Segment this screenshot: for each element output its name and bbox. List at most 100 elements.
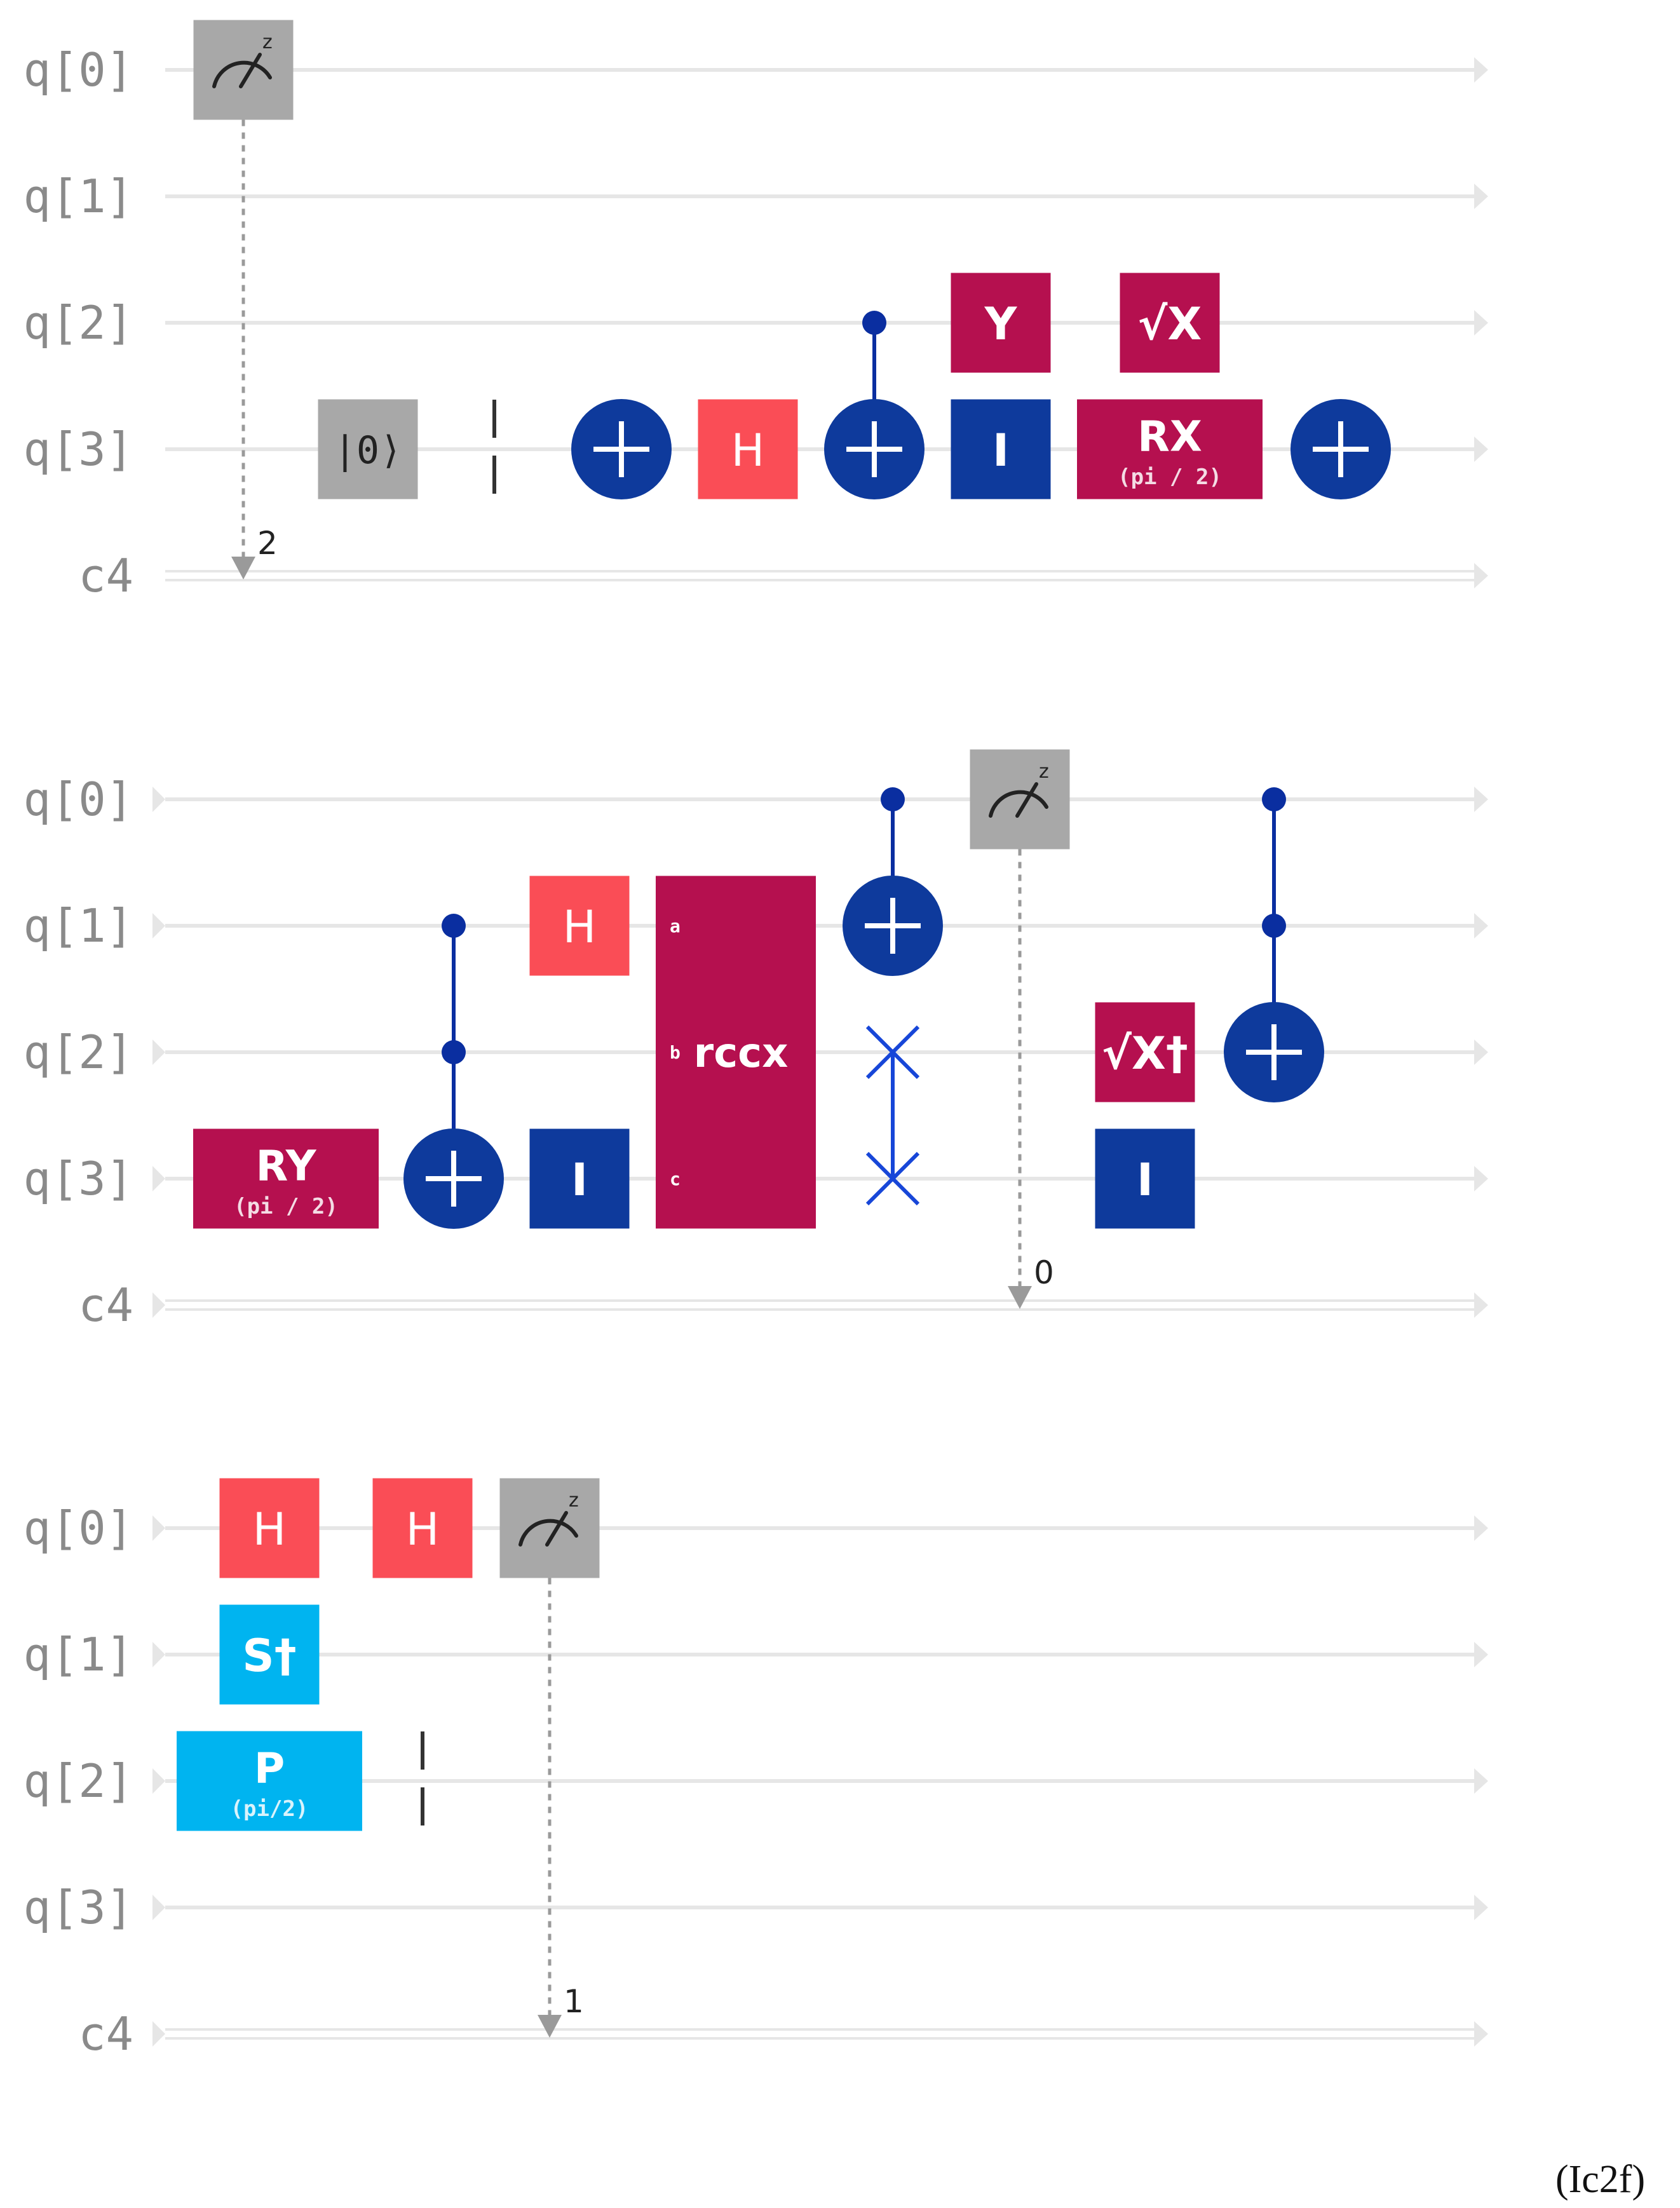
wire-label-q3: q[3] [24, 1881, 133, 1934]
gate-label: RY [255, 1142, 316, 1191]
gate-P-box [177, 1731, 362, 1831]
wire-end-arrow-icon [1474, 437, 1488, 462]
wire-start-arrow-icon [152, 1895, 165, 1920]
gate-RX-box [1077, 399, 1263, 499]
wire-end-arrow-icon [1474, 1166, 1488, 1191]
wire-start-arrow-icon [152, 1515, 165, 1541]
measure-meter-icon [212, 60, 272, 88]
wire-end-arrow-icon [1474, 913, 1488, 938]
wire-start-arrow-icon [152, 1642, 165, 1667]
gate-label: √X† [1102, 1027, 1188, 1080]
wire-end-arrow-icon [1474, 57, 1488, 83]
wire-start-arrow-icon [152, 1166, 165, 1191]
wire-start-arrow-icon [152, 913, 165, 938]
gate-label: P [254, 1744, 285, 1793]
wire-end-arrow-icon [1474, 1292, 1488, 1318]
gate-label: S† [242, 1630, 296, 1682]
measure-basis-label: z [569, 1489, 579, 1512]
gate-I-box [529, 1128, 630, 1229]
gate-label: Y [984, 298, 1018, 350]
measure-bit-label: 2 [257, 525, 278, 562]
gate-I-box [1095, 1128, 1195, 1229]
gate-parameter: (pi / 2) [1118, 464, 1222, 490]
wire-label-q0: q[0] [24, 1501, 133, 1555]
gate-H-box [529, 876, 630, 976]
gate-rccx-label: rccx [694, 1030, 789, 1077]
gate-sqrtx-box [1120, 273, 1220, 373]
wire-end-arrow-icon [1474, 310, 1488, 335]
gate-parameter: (pi/2) [231, 1796, 309, 1822]
figure-caption: (Ic2f) [1555, 2158, 1646, 2201]
wire-start-arrow-icon [152, 2021, 165, 2047]
gate-label: I [992, 424, 1009, 477]
control-dot-icon [1262, 787, 1286, 811]
gate-port-b: b [670, 1042, 681, 1063]
gate-measure-box [499, 1478, 600, 1578]
measure-bit-label: 1 [564, 1983, 584, 2020]
swap-cross-icon [865, 1151, 920, 1206]
gate-H-box [698, 399, 798, 499]
wire-label-q0: q[0] [24, 43, 133, 97]
gate-parameter: (pi / 2) [234, 1194, 338, 1219]
gate-label: H [731, 424, 765, 477]
wire-start-arrow-icon [152, 1768, 165, 1794]
gate-Y-box [951, 273, 1051, 373]
measure-arrow-icon [538, 2015, 562, 2038]
gate-sdg-box [219, 1604, 320, 1705]
gate-I-box [951, 399, 1051, 499]
gate-measure-box [193, 20, 294, 120]
measure-arrow-icon [1008, 1286, 1032, 1309]
wire-end-arrow-icon [1474, 1515, 1488, 1541]
wire-end-arrow-icon [1474, 184, 1488, 209]
wire-label-q2: q[2] [24, 1026, 133, 1079]
gate-port-c: c [670, 1168, 681, 1189]
swap-cross-icon [865, 1025, 920, 1080]
gate-label: H [406, 1503, 440, 1555]
control-dot-icon [442, 914, 466, 938]
gate-label: √X [1138, 298, 1202, 350]
wire-label-q0: q[0] [24, 773, 133, 826]
measure-bit-label: 0 [1034, 1254, 1054, 1291]
gate-RY-box [193, 1128, 379, 1229]
wire-label-c4: c4 [78, 2007, 133, 2061]
wire-label-q3: q[3] [24, 1152, 133, 1205]
gate-label: I [1137, 1154, 1153, 1206]
gate-label: RX [1137, 412, 1202, 461]
gate-sqrtxdg-box [1095, 1002, 1195, 1102]
measure-basis-label: z [1039, 761, 1049, 783]
wire-start-arrow-icon [152, 1292, 165, 1318]
measure-meter-icon [518, 1519, 578, 1547]
control-dot-icon [881, 787, 905, 811]
wire-label-c4: c4 [78, 549, 133, 602]
control-dot-icon [442, 1040, 466, 1064]
wire-end-arrow-icon [1474, 563, 1488, 588]
wire-end-arrow-icon [1474, 1895, 1488, 1920]
wire-label-q3: q[3] [24, 423, 133, 476]
wire-label-q1: q[1] [24, 899, 133, 952]
gate-label: H [563, 901, 597, 953]
wire-end-arrow-icon [1474, 2021, 1488, 2047]
measure-meter-icon [989, 790, 1048, 818]
gate-rccx-box [656, 876, 816, 1229]
wire-end-arrow-icon [1474, 1642, 1488, 1667]
gate-measure-box [970, 749, 1070, 850]
gate-port-a: a [670, 916, 681, 937]
measure-needle-icon [1015, 782, 1038, 818]
wire-end-arrow-icon [1474, 1768, 1488, 1794]
gate-H-box [219, 1478, 320, 1578]
wire-label-c4: c4 [78, 1278, 133, 1332]
gate-H-box [372, 1478, 473, 1578]
measure-needle-icon [545, 1511, 568, 1547]
gate-label: I [571, 1154, 588, 1206]
measure-basis-label: z [262, 31, 273, 53]
measure-needle-icon [239, 53, 262, 88]
control-dot-icon [862, 311, 886, 335]
wire-label-q1: q[1] [24, 1628, 133, 1681]
control-dot-icon [1262, 914, 1286, 938]
wire-start-arrow-icon [152, 787, 165, 812]
wire-end-arrow-icon [1474, 1040, 1488, 1065]
